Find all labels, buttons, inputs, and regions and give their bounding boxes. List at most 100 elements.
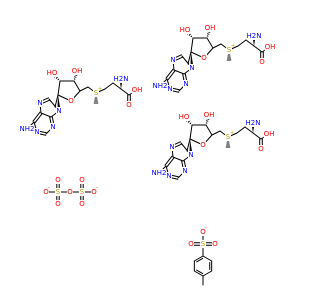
atom-label-bg (126, 101, 132, 109)
bond (205, 124, 213, 136)
atom-nh2: NH2 (152, 169, 167, 177)
atom-label-bg (169, 143, 175, 151)
atom-label-bg (113, 75, 129, 83)
atom-label-bg (152, 82, 168, 90)
atom-label-bg (200, 228, 206, 236)
bond (253, 45, 263, 53)
atom-label-bg (259, 58, 265, 66)
charge-sign: + (230, 130, 234, 136)
atom-n: N (50, 123, 55, 131)
bond (34, 113, 43, 124)
atom-label-bg (71, 67, 83, 75)
bond (196, 257, 204, 263)
bond (196, 269, 204, 275)
atom-n: N (34, 128, 39, 136)
atom-label-bg (55, 200, 61, 208)
atom-n: N (182, 167, 187, 175)
atom-h2n: H2N (247, 32, 262, 40)
atom-label-bg (201, 54, 207, 62)
atom-label-bg (91, 188, 97, 196)
bond (211, 130, 221, 136)
atom-o: O (188, 240, 194, 248)
bond (104, 82, 114, 90)
atom-nh2: NH2 (20, 125, 35, 133)
bond (40, 112, 52, 118)
atom-ho: HO (47, 69, 58, 77)
atom-label-bg (79, 200, 85, 208)
atom-label-bg (189, 64, 195, 72)
atom-oh: OH (265, 43, 276, 51)
atom-oh: OH (204, 111, 215, 119)
bond (165, 68, 174, 79)
bond (120, 88, 130, 96)
atom-label-bg (34, 128, 40, 136)
bond (193, 255, 204, 262)
bond (189, 124, 193, 140)
atom-label-bg (151, 169, 167, 177)
atom-oh: OH (264, 130, 275, 138)
bond (202, 270, 213, 277)
atom-s: S (201, 240, 206, 248)
atom-label-bg (79, 188, 85, 196)
atom-label-bg (226, 46, 232, 54)
atom-label-bg (131, 86, 143, 94)
atom-n: N (167, 85, 172, 93)
hash-bond (55, 76, 58, 79)
atom-label-bg (179, 26, 191, 34)
bond (112, 82, 122, 90)
charge-sign: + (98, 86, 102, 92)
atom-o: O (43, 188, 49, 196)
hash-bond (57, 78, 60, 81)
charge-sign: + (231, 43, 235, 49)
bond (172, 156, 184, 162)
atom-o: O (258, 145, 264, 153)
bond (193, 270, 204, 277)
atom-label-bg (258, 145, 264, 153)
atom-label-bg (245, 119, 261, 127)
atom-o: O (201, 54, 207, 62)
atom-label-bg (170, 56, 176, 64)
atom-label-bg (50, 123, 56, 131)
atom-s: S (94, 89, 99, 97)
atom-h2n: H2N (246, 119, 261, 127)
atom-o: O (79, 176, 85, 184)
hash-bond (188, 33, 191, 36)
atom-label-bg (212, 240, 218, 248)
charge-sign: - (48, 185, 50, 191)
bond (57, 80, 61, 96)
bond (32, 111, 41, 122)
atom-ho: HO (180, 26, 191, 34)
atom-n: N (166, 172, 171, 180)
atom-label-bg (225, 133, 231, 141)
hash-bond (190, 35, 193, 38)
atom-o: O (79, 200, 85, 208)
chemical-structure: H2NOHOS+OHHOONNNNNH2H2NOHOS+OHHOONNNNNH2… (20, 24, 276, 286)
atom-o: O (212, 240, 218, 248)
atom-label-bg (183, 80, 189, 88)
atom-o: O (68, 97, 74, 105)
bond (202, 255, 213, 262)
atom-label-bg (166, 172, 172, 180)
atom-label-bg (43, 188, 49, 196)
atom-oh: OH (205, 24, 216, 32)
atom-label-bg (263, 130, 275, 138)
bond (54, 94, 59, 108)
atom-n: N (169, 143, 174, 151)
atom-n: N (183, 80, 188, 88)
bond (206, 37, 214, 49)
atom-oh: OH (132, 86, 143, 94)
atom-label-bg (188, 240, 194, 248)
bond (236, 126, 246, 134)
hash-bond (187, 120, 190, 123)
atom-label-bg (93, 89, 99, 97)
atom-o: O (200, 141, 206, 149)
atom-s: S (226, 133, 231, 141)
bond (73, 80, 81, 92)
atom-n: N (56, 107, 61, 115)
